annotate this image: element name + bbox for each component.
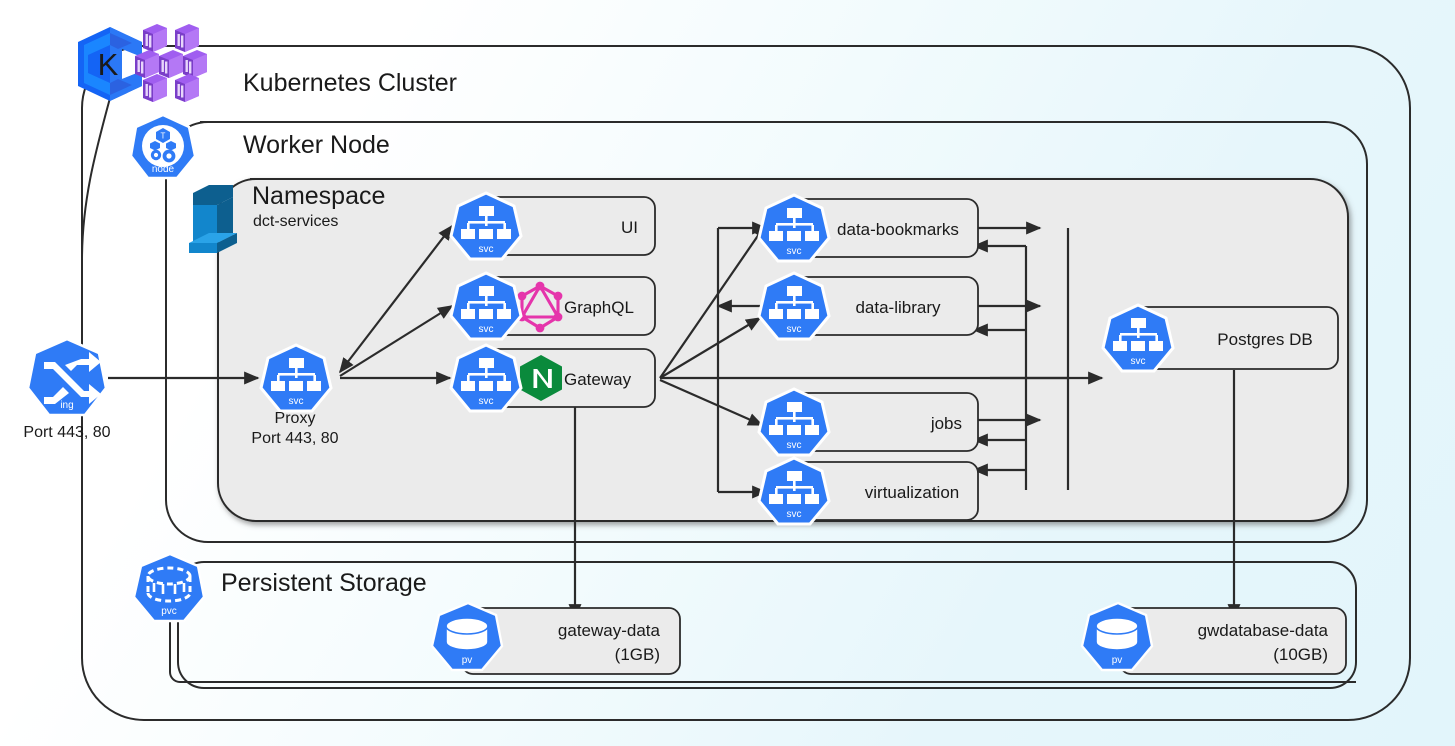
- edge-cluster-icon-tether: [81, 97, 111, 261]
- volume-size-gateway-data: (1GB): [615, 645, 660, 664]
- kubernetes-logo-icon: K: [78, 27, 142, 101]
- service-icon-caption-jobs: svc: [787, 440, 802, 451]
- service-box-data-bookmarks[interactable]: data-bookmarks: [781, 198, 979, 258]
- service-icon-virtualization[interactable]: svc: [757, 456, 831, 526]
- service-label-graphql: GraphQL: [564, 298, 634, 317]
- ingress-caption: Port 443, 80: [23, 424, 110, 441]
- service-icon-postgres-db[interactable]: svc: [1101, 303, 1175, 373]
- service-label-gateway: Gateway: [564, 370, 632, 389]
- volume-label-gateway-data: gateway-data: [558, 621, 661, 640]
- ingress-icon[interactable]: ing: [26, 337, 108, 417]
- volume-box-gateway-data[interactable]: gateway-data (1GB): [461, 607, 681, 675]
- ingress-icon-caption: ing: [60, 400, 73, 411]
- service-label-proxy: Proxy: [275, 410, 316, 427]
- worker-node-title: Worker Node: [243, 131, 390, 159]
- namespace-title: Namespace: [252, 182, 385, 210]
- service-icon-caption-ui: svc: [479, 244, 494, 255]
- service-icon-caption-graphql: svc: [479, 324, 494, 335]
- service-label-virtualization: virtualization: [865, 483, 960, 502]
- volume-box-gwdatabase-data[interactable]: gwdatabase-data (10GB): [1119, 607, 1347, 675]
- service-box-data-library[interactable]: data-library: [781, 276, 979, 336]
- service-icon-data-library[interactable]: svc: [757, 271, 831, 341]
- pvc-icon: pvc: [132, 552, 206, 623]
- containers-grid-icon: [135, 24, 207, 102]
- service-box-postgres-db[interactable]: Postgres DB: [1129, 306, 1339, 370]
- connection-lines: [81, 97, 1356, 683]
- service-icon-graphql[interactable]: svc: [449, 271, 523, 341]
- service-icon-jobs[interactable]: svc: [757, 387, 831, 457]
- volume-size-gwdatabase-data: (10GB): [1273, 645, 1328, 664]
- pv-icon-caption-gwdatabase-data: pv: [1112, 655, 1123, 666]
- pv-icon-gateway-data: pv: [430, 601, 504, 672]
- service-icon-gateway[interactable]: svc: [449, 343, 523, 413]
- service-label-postgres-db: Postgres DB: [1217, 330, 1312, 349]
- service-label-jobs: jobs: [930, 414, 962, 433]
- service-icon-caption-gateway: svc: [479, 396, 494, 407]
- service-label-ui: UI: [621, 218, 638, 237]
- volume-label-gwdatabase-data: gwdatabase-data: [1198, 621, 1329, 640]
- service-caption-proxy: Port 443, 80: [251, 430, 338, 447]
- nginx-icon: [520, 355, 562, 401]
- service-icon-caption-data-bookmarks: svc: [787, 246, 802, 257]
- namespace-subtitle: dct-services: [253, 213, 338, 230]
- cluster-title: Kubernetes Cluster: [243, 69, 457, 97]
- edge-pvc-tether: [169, 612, 1356, 683]
- service-box-jobs[interactable]: jobs: [781, 392, 979, 452]
- edge-gateway-library: [659, 317, 762, 379]
- edge-proxy-ui: [339, 224, 453, 374]
- service-icon-caption-proxy: svc: [289, 396, 304, 407]
- pv-icon-gwdatabase-data: pv: [1080, 601, 1154, 672]
- pv-icon-caption-gateway-data: pv: [462, 655, 473, 666]
- service-label-data-library: data-library: [855, 298, 941, 317]
- persistent-storage-title: Persistent Storage: [221, 569, 427, 597]
- service-icon-data-bookmarks[interactable]: svc: [757, 193, 831, 263]
- service-icon-caption-virtualization: svc: [787, 509, 802, 520]
- pvc-icon-caption: pvc: [161, 606, 177, 617]
- service-icon-caption-postgres-db: svc: [1131, 356, 1146, 367]
- kubernetes-logo-letter: K: [98, 47, 119, 82]
- service-icon-ui[interactable]: svc: [449, 191, 523, 261]
- edge-proxy-graphql: [339, 305, 454, 377]
- service-label-data-bookmarks: data-bookmarks: [837, 220, 959, 239]
- node-icon: T node: [129, 113, 197, 180]
- edge-gateway-bookmarks: [659, 222, 767, 379]
- svg-text:T: T: [161, 132, 166, 141]
- namespace-pillar-icon: [189, 185, 237, 253]
- service-icon-proxy[interactable]: svc: [259, 343, 333, 413]
- service-icon-caption-data-library: svc: [787, 324, 802, 335]
- edge-gateway-jobs: [659, 378, 764, 427]
- node-icon-caption: node: [152, 164, 175, 175]
